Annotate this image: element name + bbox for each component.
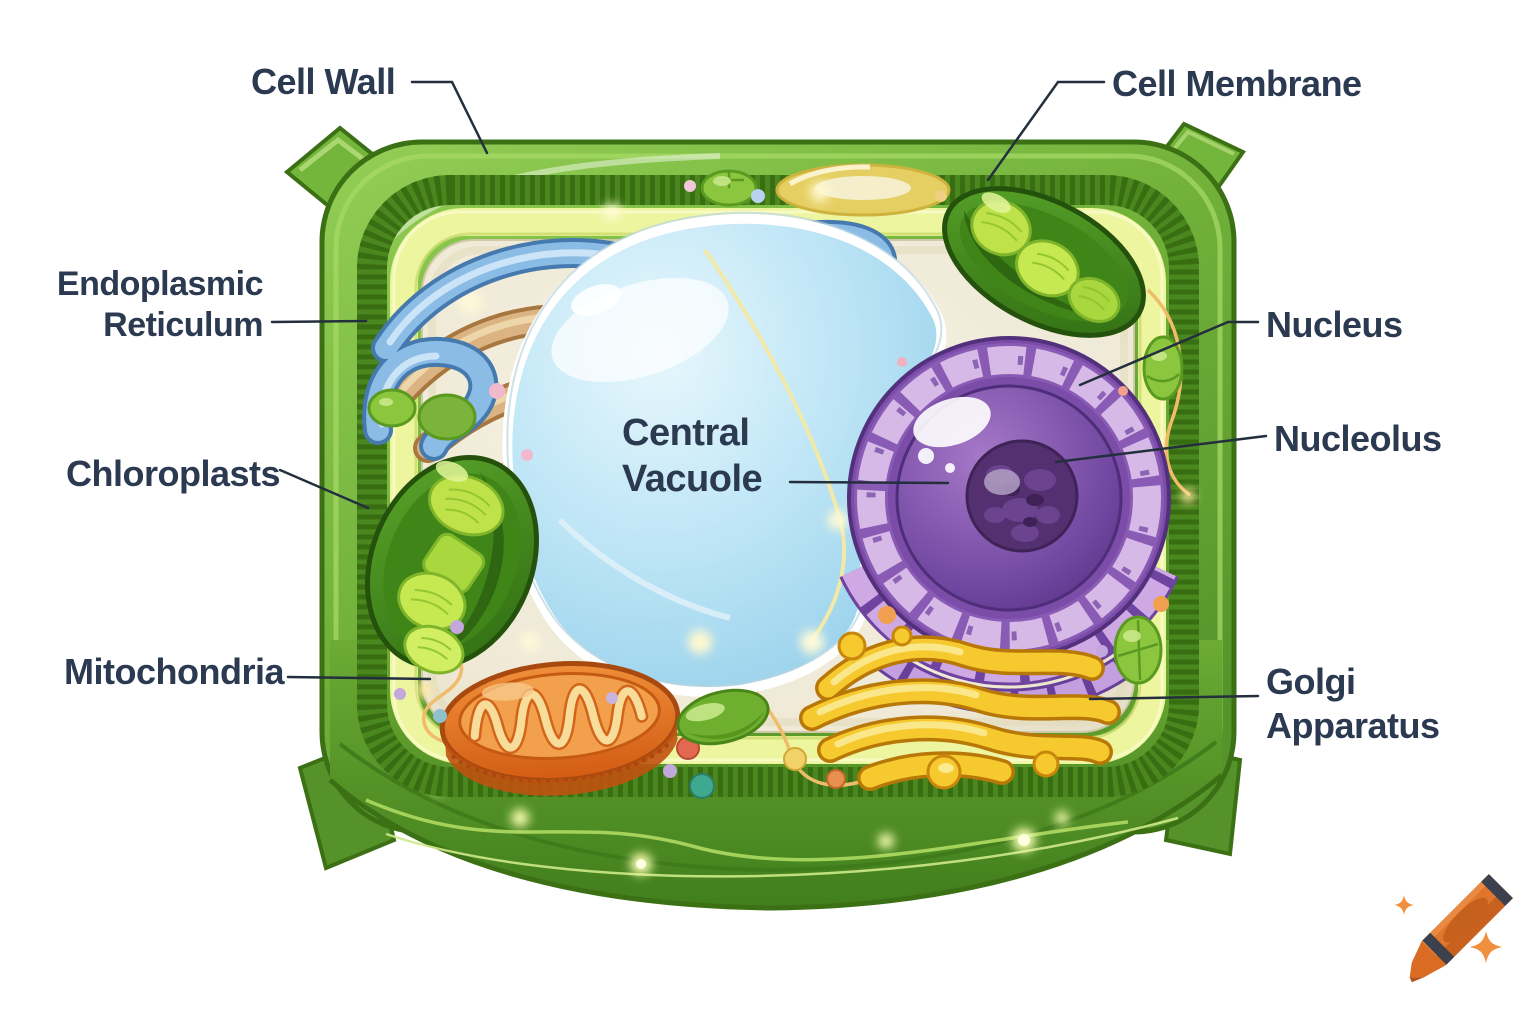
label-cell-wall: Cell Wall (251, 61, 396, 102)
central-vacuole-leader (788, 480, 950, 485)
endoplasmic-reticulum-leader (270, 319, 368, 324)
nucleus-shape (839, 336, 1179, 715)
chloroplasts-leader (278, 468, 370, 510)
cell-membrane-leader (986, 80, 1106, 182)
golgi-apparatus-leader (1088, 694, 1260, 701)
label-nucleolus: Nucleolus (1274, 418, 1442, 459)
nucleolus-shape (965, 439, 1079, 553)
vesicle-dots (394, 180, 1184, 799)
mitochondria-leader (286, 675, 432, 681)
label-chloroplasts: Chloroplasts (66, 453, 281, 494)
label-mitochondria: Mitochondria (64, 651, 284, 692)
golgi-apparatus-shape (799, 625, 1121, 791)
chloroplast-upper-shape (942, 186, 1146, 338)
label-golgi-apparatus: Golgi Apparatus (1266, 661, 1440, 746)
nucleolus-leader (1054, 434, 1268, 464)
chloroplast-large-shape (365, 454, 539, 675)
sparkle-icon (1394, 895, 1503, 964)
wall-glow-dots (432, 782, 1069, 875)
label-cell-membrane: Cell Membrane (1112, 63, 1362, 104)
leader-lines (270, 80, 1268, 701)
vesicle-ring (775, 163, 951, 217)
label-endoplasmic-reticulum: Endoplasmic Reticulum (56, 265, 264, 345)
label-nucleus: Nucleus (1266, 304, 1403, 345)
nucleus-leader (1078, 320, 1260, 387)
cell-wall-leader (410, 80, 489, 155)
label-central-vacuole: Central Vacuole (622, 412, 763, 501)
small-organelles (367, 163, 951, 441)
crayon-icon (1394, 874, 1513, 983)
